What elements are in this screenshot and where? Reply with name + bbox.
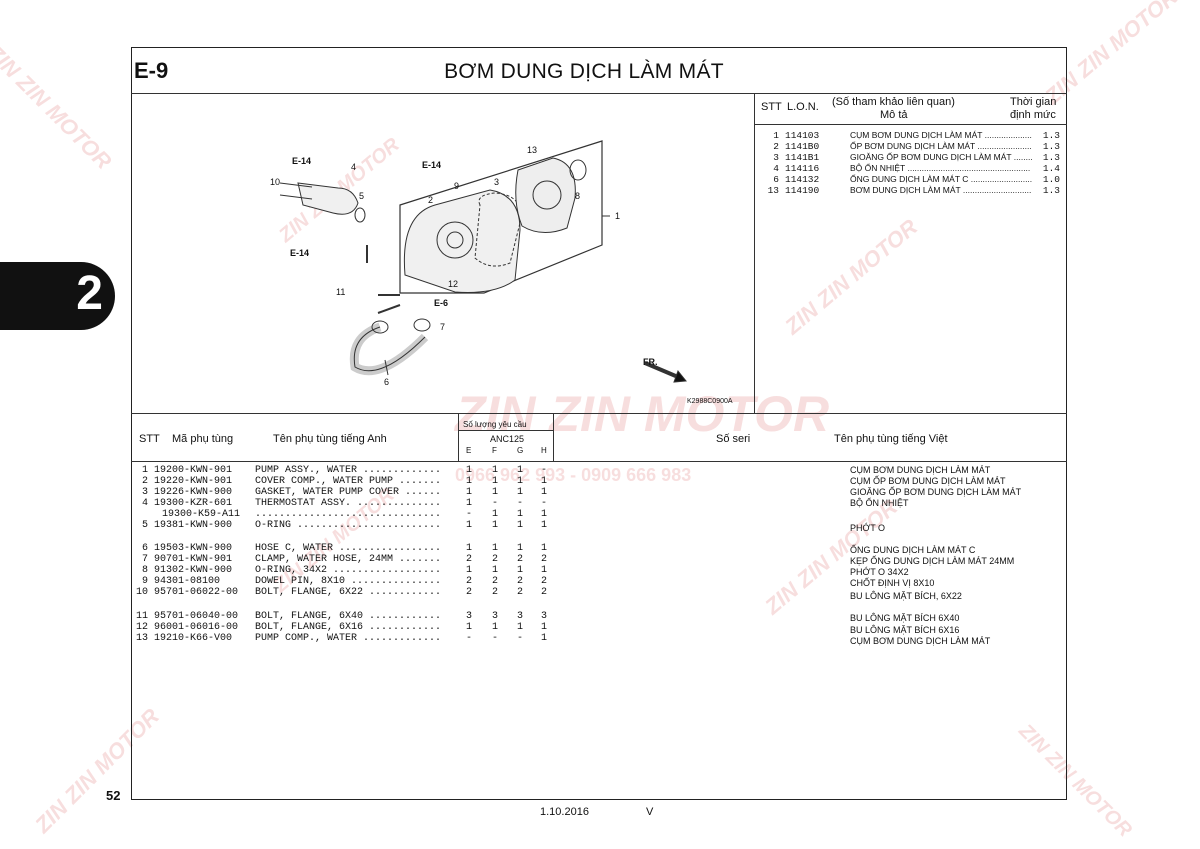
front-label: FR.: [643, 357, 658, 367]
hose-shape: [349, 322, 429, 376]
callout-11: 11: [336, 287, 345, 297]
ref-header-lon: L.O.N.: [787, 101, 819, 113]
parts-header-divider: [131, 461, 1067, 462]
callout-7: 7: [440, 322, 445, 332]
parts-header-name-en: Tên phụ tùng tiếng Anh: [273, 433, 387, 445]
watermark-phone: 0966 962 993 - 0909 666 983: [455, 465, 692, 485]
parts-header-serial: Số seri: [716, 433, 751, 445]
ref-header-desc: Mô tả: [880, 109, 908, 121]
callout-5: 5: [359, 191, 364, 201]
ref-e14-b: E-14: [422, 160, 441, 170]
callout-3: 3: [494, 177, 499, 187]
qty-right-divider: [553, 413, 554, 461]
callout-2: 2: [428, 195, 433, 205]
watermark-center: ZIN ZIN MOTOR: [455, 386, 830, 442]
chapter-number: 2: [76, 267, 103, 320]
qty-col-f: F: [492, 446, 497, 455]
qty-col-g: G: [517, 446, 524, 455]
callout-10: 10: [270, 177, 280, 187]
parts-header-qty-title: Số lượng yêu cầu: [463, 420, 527, 429]
figure-code: K2988C0900A: [687, 398, 733, 405]
callout-4: 4: [351, 162, 356, 172]
diagram-bottom-divider: [131, 413, 1067, 414]
ref-header-stt: STT: [761, 101, 782, 113]
header-divider: [131, 93, 1067, 94]
ref-header-time-top: Thời gian: [1010, 96, 1057, 108]
footer-version: V: [646, 806, 654, 818]
qty-col-e: E: [466, 446, 472, 455]
parts-header-model: ANC125: [490, 434, 525, 444]
exploded-diagram: E-14 E-14 E-14 E-6 1 2 3 4 5 6 7 8 9 10 …: [270, 140, 733, 405]
parts-header-stt: STT: [139, 433, 160, 445]
assembly-outline: [399, 140, 603, 294]
page-frame: [131, 47, 1067, 800]
pump-body-shape: [515, 157, 576, 233]
parts-header-part-no: Mã phụ tùng: [172, 433, 234, 445]
watermark-topleft: ZIN ZIN MOTOR: [0, 40, 117, 175]
thermostat-shape: [297, 182, 359, 215]
qty-col-h: H: [541, 446, 547, 455]
table-row: 19300-K59-A11-111: [134, 509, 1064, 520]
ref-e6: E-6: [434, 298, 448, 308]
footer-date: 1.10.2016: [540, 806, 589, 818]
parts-header-name-vi: Tên phụ tùng tiếng Việt: [834, 433, 948, 445]
callout-6: 6: [384, 377, 389, 387]
pump-cover-shape: [403, 189, 521, 293]
callout-9: 9: [454, 181, 459, 191]
page-title: BƠM DUNG DỊCH LÀM MÁT: [444, 60, 724, 83]
callout-1: 1: [615, 211, 620, 221]
qty-title-divider: [458, 430, 553, 431]
section-code: E-9: [134, 58, 169, 83]
callout-8: 8: [575, 191, 580, 201]
chapter-tab: 2: [0, 262, 115, 330]
callout-13: 13: [527, 145, 537, 155]
ref-e14-c: E-14: [290, 248, 309, 258]
qty-left-divider: [458, 413, 459, 461]
o-ring-shape: [569, 159, 587, 181]
callout-12: 12: [448, 279, 458, 289]
ref-header-desc-top: (Số tham khảo liên quan): [832, 96, 955, 108]
diagram-divider: [754, 93, 755, 413]
ref-e14-a: E-14: [292, 156, 311, 166]
ref-header-divider: [754, 124, 1067, 125]
ref-header-time: định mức: [1010, 109, 1056, 121]
page-number: 52: [106, 788, 121, 803]
front-arrow: [644, 361, 679, 379]
